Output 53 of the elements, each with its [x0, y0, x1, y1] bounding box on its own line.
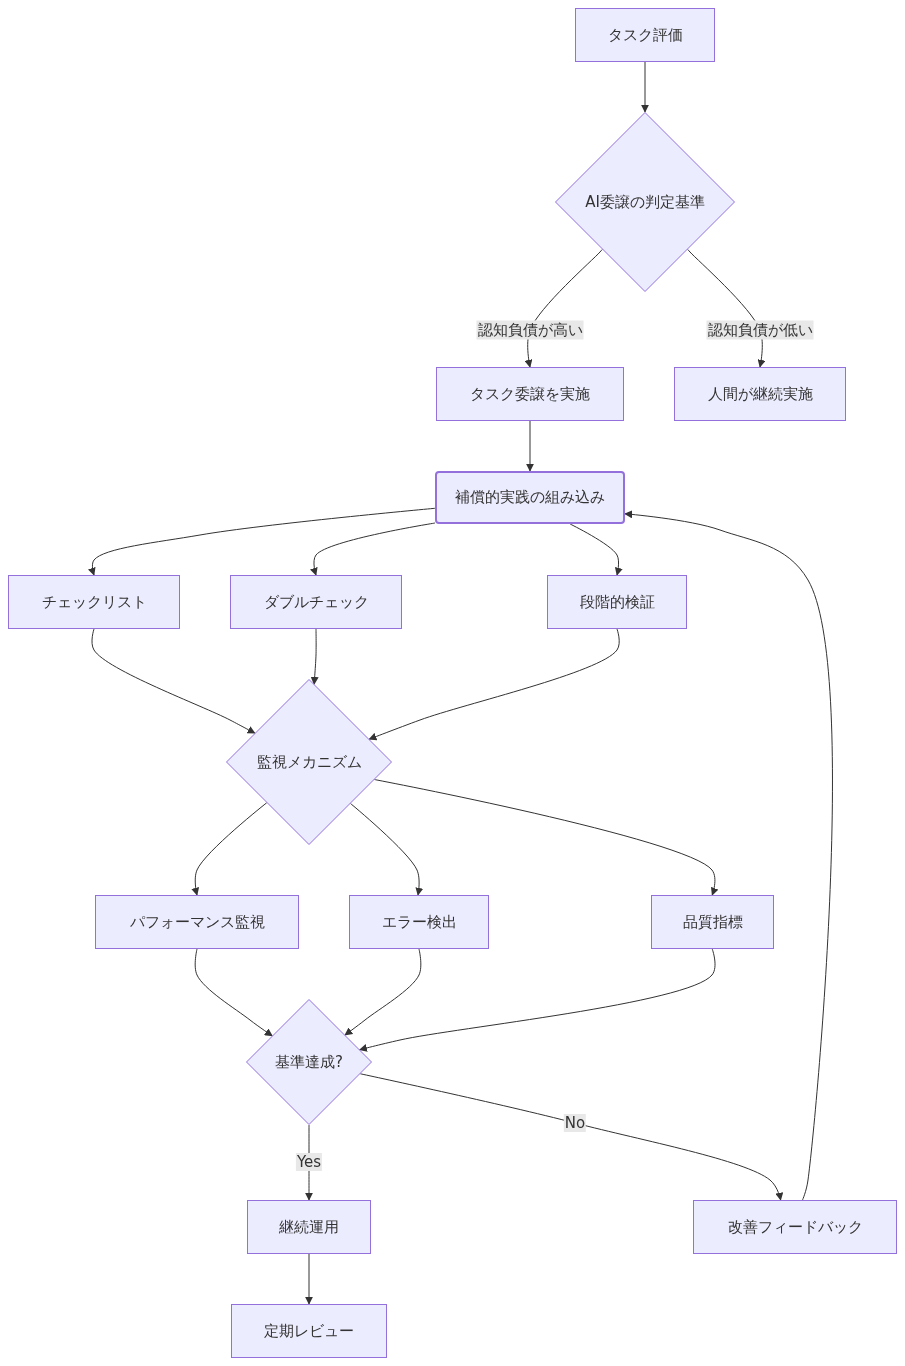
node-label: 補償的実践の組み込み — [455, 488, 605, 507]
arrow — [310, 522, 436, 576]
process-box — [8, 575, 180, 629]
node-label: 継続運用 — [279, 1217, 339, 1237]
node-label: 人間が継続実施 — [707, 384, 813, 404]
edge-label: 認知負債が低い — [706, 320, 814, 340]
node-label: AI委譲の判定基準 — [585, 192, 705, 212]
process-box — [349, 895, 489, 949]
node-label: タスク委譲を実施 — [470, 384, 590, 404]
arrow — [305, 1253, 313, 1305]
process-box — [547, 575, 687, 629]
decision-diamond — [246, 999, 372, 1125]
process-box — [674, 367, 846, 421]
node-label: ダブルチェック — [263, 592, 369, 612]
process-box — [95, 895, 299, 949]
arrow — [344, 948, 422, 1036]
node-label: 監視メカニズム — [256, 752, 362, 772]
process-box — [651, 895, 774, 949]
decision-diamond — [555, 112, 735, 292]
process-box — [693, 1200, 897, 1254]
arrow — [358, 948, 716, 1052]
node-label: パフォーマンス監視 — [129, 912, 265, 932]
process-box — [231, 1304, 387, 1358]
process-box — [435, 471, 625, 524]
node-label: 基準達成? — [275, 1052, 343, 1072]
decision-diamond — [226, 679, 392, 845]
edge-label: Yes — [295, 1153, 323, 1171]
arrow — [91, 628, 256, 734]
arrow — [641, 61, 649, 113]
arrow — [373, 779, 719, 896]
node-label: 品質指標 — [682, 912, 743, 932]
arrow — [526, 420, 534, 472]
arrow — [88, 507, 436, 576]
arrow — [191, 802, 268, 896]
process-box — [230, 575, 402, 629]
arrow — [359, 1073, 784, 1201]
process-box — [575, 8, 715, 62]
edge-label: No — [563, 1114, 587, 1132]
arrow — [569, 523, 623, 576]
node-label: タスク評価 — [607, 25, 683, 45]
arrow — [624, 510, 833, 1201]
process-box — [247, 1200, 371, 1254]
node-label: 段階的検証 — [579, 592, 655, 612]
node-label: 定期レビュー — [264, 1321, 354, 1341]
node-label: 改善フィードバック — [727, 1217, 863, 1237]
node-label: エラー検出 — [381, 912, 457, 932]
arrow — [194, 948, 273, 1037]
arrow — [310, 628, 319, 685]
edge-label: 認知負債が高い — [476, 320, 584, 340]
node-label: チェックリスト — [41, 592, 147, 612]
process-box — [436, 367, 624, 421]
arrow — [368, 628, 620, 741]
arrow — [350, 803, 424, 896]
